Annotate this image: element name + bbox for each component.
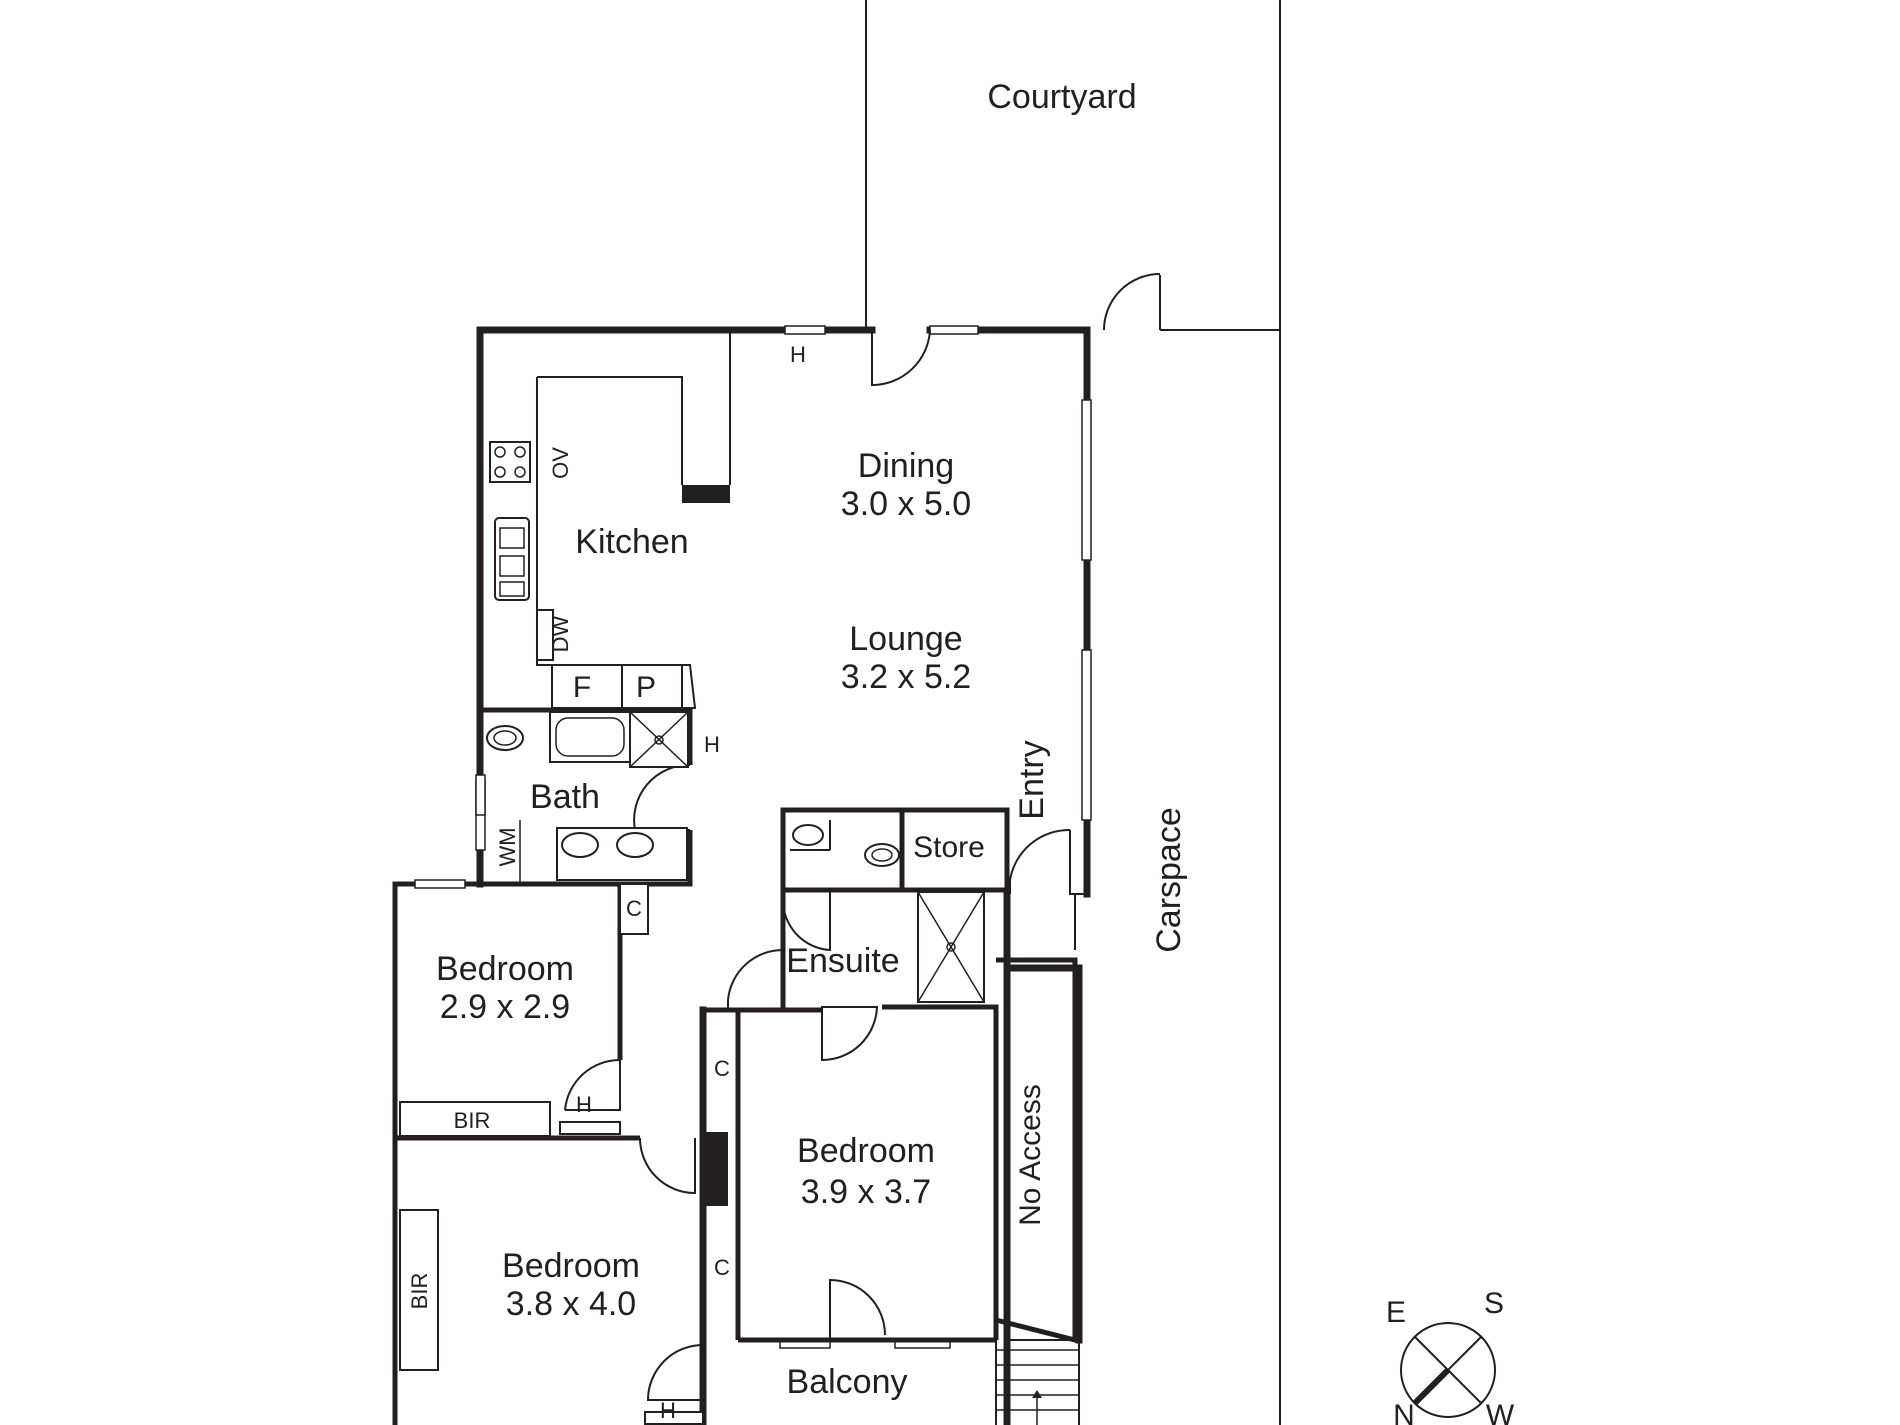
fixture-label-cupboard: C bbox=[714, 1056, 730, 1081]
compass-label-e: E bbox=[1386, 1296, 1406, 1329]
compass-ring-icon bbox=[1400, 1322, 1496, 1418]
room-label-carspace: Carspace bbox=[1150, 807, 1188, 953]
toilet-icon bbox=[486, 725, 524, 751]
compass-label-n: N bbox=[1393, 1399, 1415, 1425]
room-size-dining: 3.0 x 5.0 bbox=[841, 485, 971, 523]
window bbox=[784, 325, 826, 335]
fixture-label-washing-machine: WM bbox=[495, 827, 520, 866]
fixture-label-fridge: F bbox=[573, 671, 591, 704]
compass-label-w: W bbox=[1486, 1399, 1515, 1425]
fixture-label-heater: H bbox=[790, 342, 806, 367]
window bbox=[414, 879, 466, 889]
room-label-bedroom-southwest: Bedroom bbox=[502, 1247, 640, 1285]
room-label-entry: Entry bbox=[1013, 740, 1051, 819]
entry-area bbox=[1009, 828, 1087, 950]
compass-label-s: S bbox=[1484, 1287, 1504, 1320]
kitchen-area bbox=[489, 330, 731, 709]
fixture-label-bir: BIR bbox=[454, 1108, 491, 1133]
fixture-label-dishwasher: DW bbox=[548, 615, 573, 652]
built-in-robe bbox=[399, 1101, 551, 1137]
built-in-robe bbox=[399, 1209, 439, 1371]
fixture-label-heater: H bbox=[660, 1398, 676, 1423]
bedroom-west-area bbox=[395, 883, 696, 1195]
window bbox=[1081, 649, 1092, 821]
fixture-label-oven: OV bbox=[548, 447, 573, 479]
fixture-label-heater: H bbox=[704, 732, 720, 757]
pantry-space bbox=[621, 664, 683, 709]
fixture-label-cupboard: C bbox=[714, 1255, 730, 1280]
room-label-no-access: No Access bbox=[1014, 1084, 1047, 1226]
window bbox=[1081, 399, 1092, 561]
outer-walls bbox=[392, 326, 1091, 1425]
room-label-courtyard: Courtyard bbox=[987, 78, 1136, 116]
basin-icon bbox=[616, 832, 654, 858]
bath-area bbox=[475, 707, 693, 887]
room-size-lounge: 3.2 x 5.2 bbox=[841, 658, 971, 696]
room-label-store: Store bbox=[913, 831, 985, 864]
sink-icon bbox=[494, 517, 530, 601]
bedroom-southwest-area bbox=[399, 1209, 704, 1425]
room-label-lounge: Lounge bbox=[849, 620, 962, 658]
room-label-ensuite: Ensuite bbox=[786, 942, 899, 980]
fixture-label-pantry: P bbox=[636, 671, 656, 704]
fixture-label-cupboard: C bbox=[626, 896, 642, 921]
room-label-balcony: Balcony bbox=[787, 1363, 908, 1401]
room-size-bedroom-west: 2.9 x 2.9 bbox=[440, 988, 570, 1026]
fixture-label-bir: BIR bbox=[407, 1273, 432, 1310]
window bbox=[929, 325, 979, 335]
door-swing bbox=[871, 329, 931, 387]
toilet-icon bbox=[864, 843, 900, 867]
fixture-label-heater: H bbox=[576, 1092, 592, 1117]
room-label-bedroom-west: Bedroom bbox=[436, 950, 574, 988]
bedroom-main-area bbox=[699, 1006, 996, 1425]
ensuite-area bbox=[710, 807, 1010, 1340]
room-size-bedroom-main: 3.9 x 3.7 bbox=[801, 1173, 931, 1211]
room-label-dining: Dining bbox=[858, 447, 954, 485]
bathtub-icon bbox=[549, 711, 631, 763]
cupboard bbox=[619, 883, 649, 935]
room-label-bedroom-main: Bedroom bbox=[797, 1132, 935, 1170]
room-label-bath: Bath bbox=[530, 778, 600, 816]
no-access-area bbox=[995, 957, 1080, 1425]
room-size-bedroom-southwest: 3.8 x 4.0 bbox=[506, 1285, 636, 1323]
courtyard-boundary bbox=[865, 0, 1281, 1425]
toilet-icon bbox=[792, 824, 824, 846]
room-label-kitchen: Kitchen bbox=[575, 523, 688, 561]
compass bbox=[1400, 1322, 1496, 1418]
basin-icon bbox=[561, 832, 599, 858]
